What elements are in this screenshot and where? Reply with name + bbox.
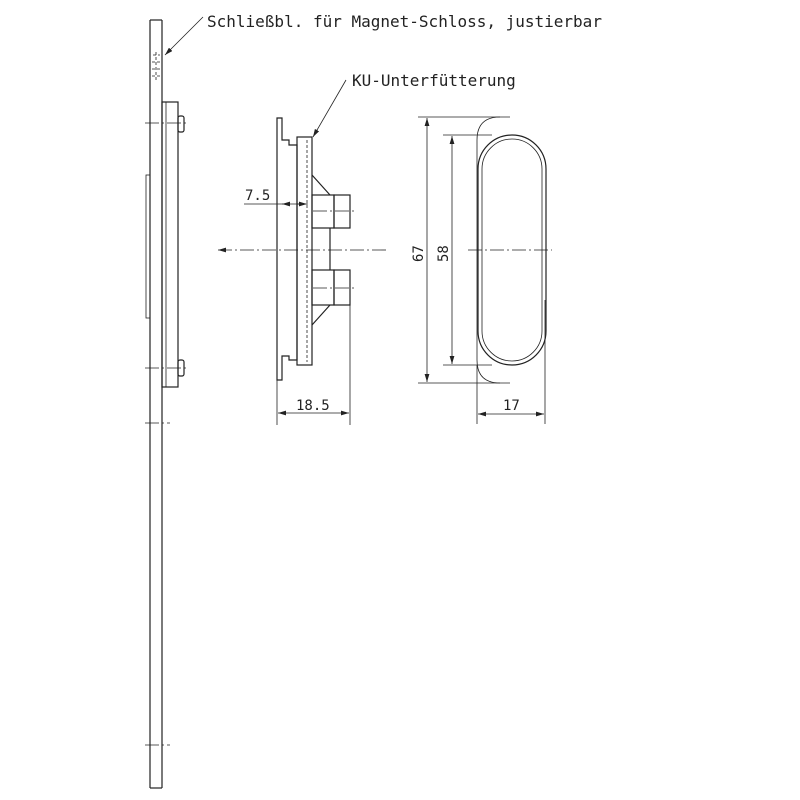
dim-inner-height: 58 bbox=[436, 245, 452, 262]
dim-width: 17 bbox=[503, 398, 520, 414]
dim-offset: 7.5 bbox=[245, 188, 270, 204]
strike-plate bbox=[161, 101, 179, 388]
underlay-label: KU-Unterfütterung bbox=[352, 71, 516, 90]
lock-side-view bbox=[218, 117, 388, 425]
dim-depth: 18.5 bbox=[296, 398, 330, 414]
screw-top bbox=[177, 115, 185, 133]
lock-front-view bbox=[418, 116, 552, 424]
strike-plate-label: Schließbl. für Magnet-Schloss, justierba… bbox=[207, 12, 602, 31]
strike-plate-leader bbox=[164, 16, 204, 56]
underlay bbox=[296, 136, 313, 366]
underlay-leader bbox=[312, 79, 347, 138]
frame-side-view bbox=[145, 19, 188, 789]
magnet-bottom bbox=[311, 269, 335, 306]
dim-outer-height: 67 bbox=[411, 245, 427, 262]
strike-plate-hatch bbox=[152, 52, 160, 82]
magnet-top bbox=[311, 194, 335, 229]
